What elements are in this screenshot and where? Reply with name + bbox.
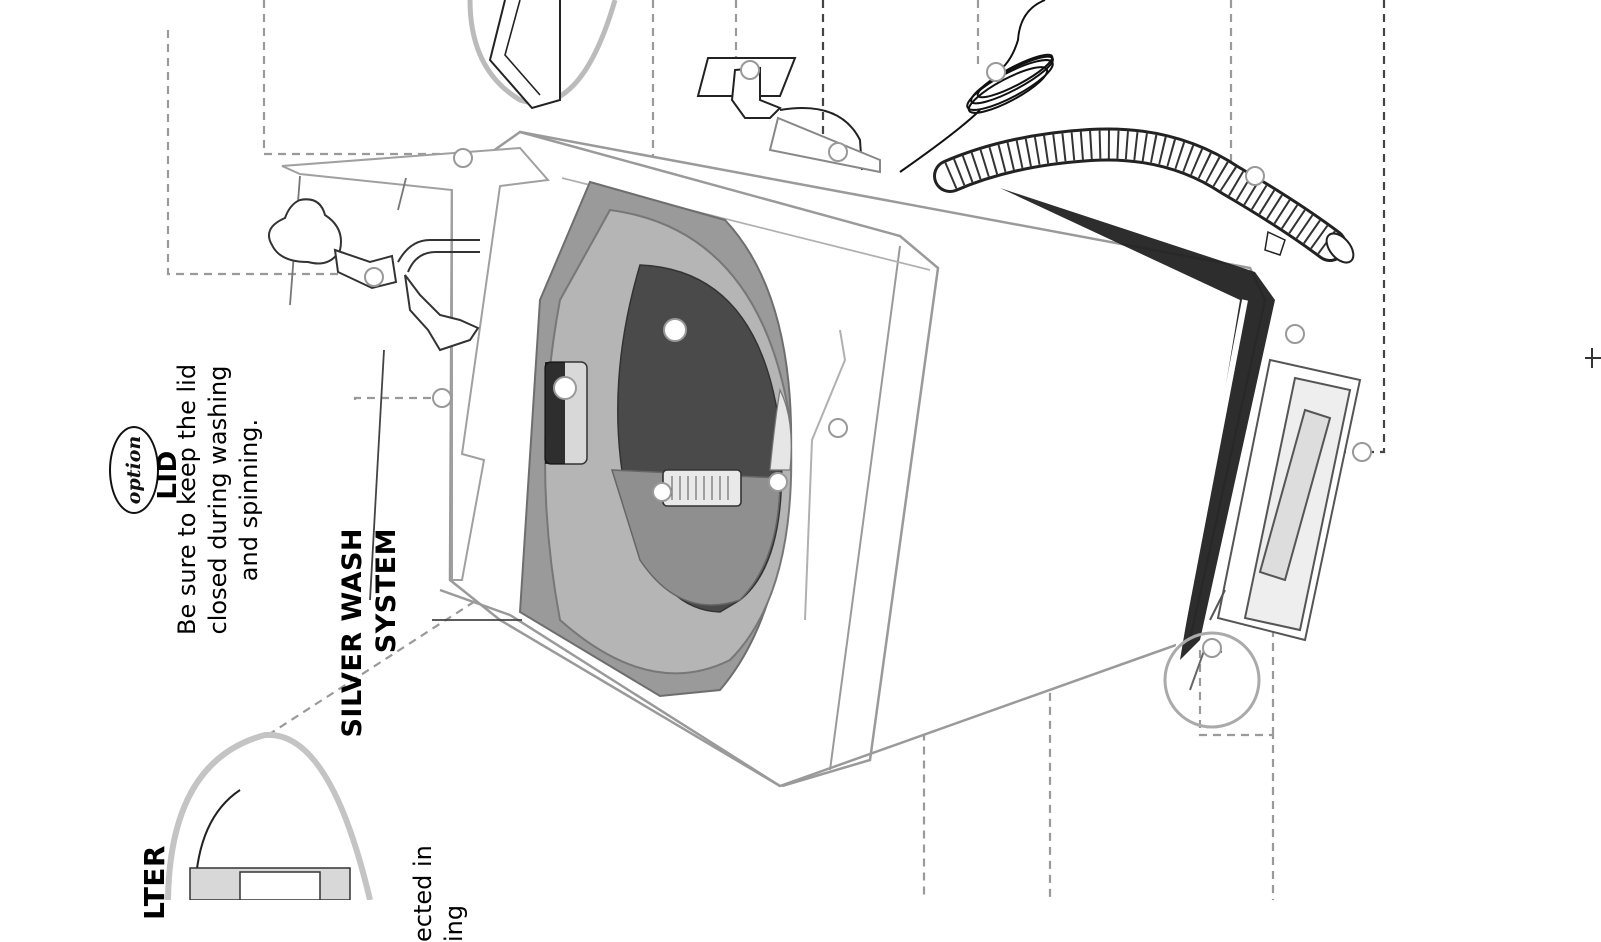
marker-inlet [364,267,384,287]
marker-hose [1245,166,1265,186]
washer-body [281,130,1275,788]
ground-wire [899,0,1054,173]
lid-description-line: closed during washing [204,365,232,635]
silver-wash-title-line: SYSTEM [371,528,402,654]
filter-description-line: ing [440,904,468,942]
callout-markers [364,60,1372,658]
marker-plug [740,60,760,80]
marker-tub [663,318,687,342]
marker-pulsator [768,472,788,492]
washer-diagram [165,0,1601,900]
silver-wash-title-line: SILVER WASH [337,528,368,738]
lid-description-line: and spinning. [235,418,263,582]
lid-description: Be sure to keep the lid closed during wa… [172,363,268,635]
marker-silver [553,376,577,400]
lid-description-line: Be sure to keep the lid [173,363,201,635]
top-detail-circle [467,0,618,110]
edge-tick [1585,348,1601,368]
marker-cord [828,142,848,162]
marker-foot [1202,638,1222,658]
water-inlet-valve [268,198,480,352]
marker-filter [652,482,672,502]
label-lines [369,349,522,621]
filter-description: ected in ing [408,822,472,942]
marker-front [1285,324,1305,344]
power-plug [696,57,881,174]
filter-detail-circle [165,731,373,900]
marker-ground [986,62,1006,82]
marker-console [453,148,473,168]
silver-wash-title: SILVER WASH SYSTEM [336,528,408,738]
detergent-drawer [1209,358,1362,642]
drain-hose [933,127,1355,264]
filter-title: LTER [138,845,171,920]
filter-description-line: ected in [409,845,437,942]
marker-door [828,418,848,438]
marker-lid [432,388,452,408]
option-badge: option [109,426,159,514]
marker-drawer [1352,442,1372,462]
